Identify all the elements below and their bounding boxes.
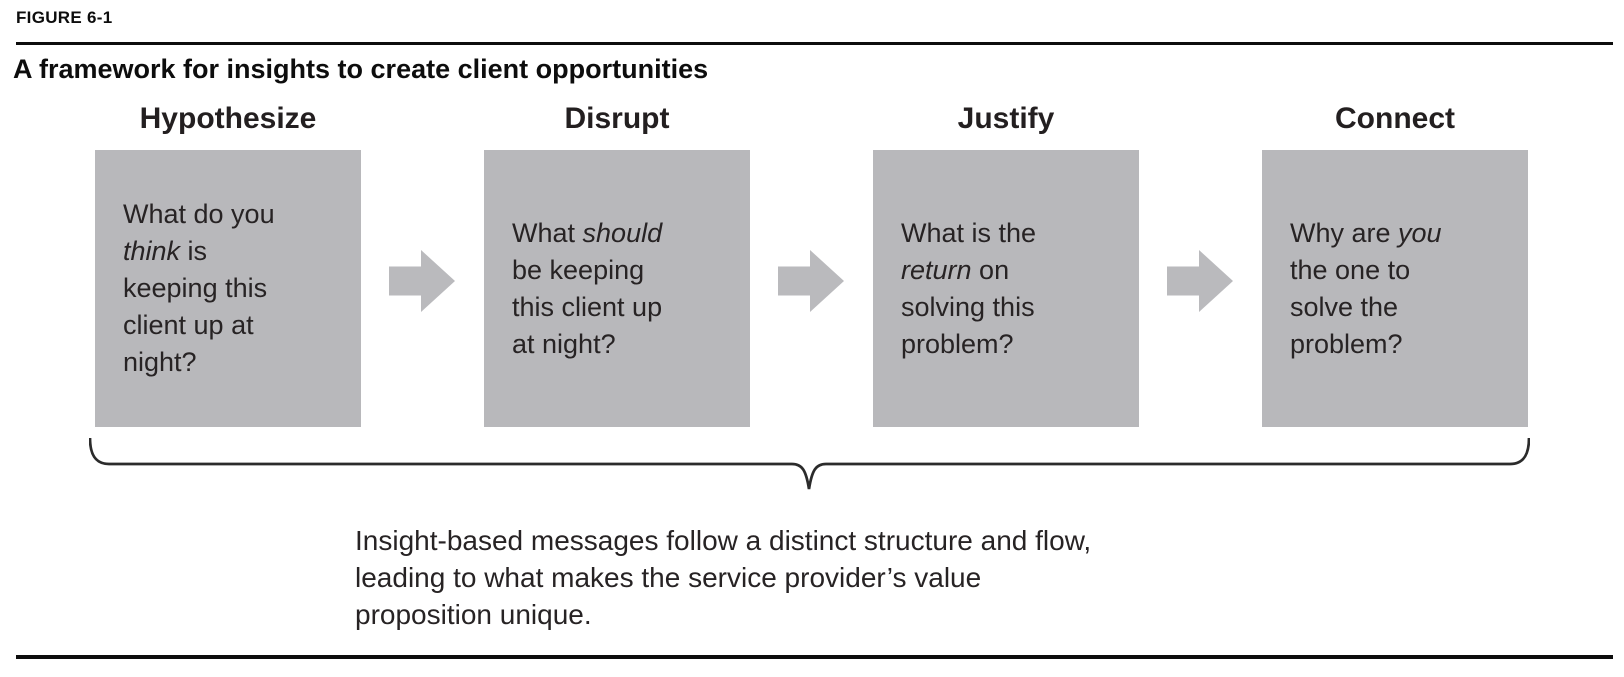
bottom-rule: [16, 655, 1613, 659]
step-heading-hypothesize: Hypothesize: [139, 102, 317, 135]
top-rule: [16, 42, 1613, 45]
arrow-right-icon: [1167, 250, 1233, 312]
arrow-right-icon: [389, 250, 455, 312]
step-heading-connect: Connect: [1335, 102, 1455, 135]
step-heading-justify: Justify: [957, 102, 1055, 135]
curly-brace-icon: [89, 437, 1530, 490]
figure-title: A framework for insights to create clien…: [13, 54, 709, 84]
step-heading-disrupt: Disrupt: [564, 102, 670, 135]
figure-label: FIGURE 6-1: [16, 8, 113, 27]
figure-caption: Insight-based messages follow a distinct…: [355, 525, 1092, 630]
arrow-right-icon: [778, 250, 844, 312]
